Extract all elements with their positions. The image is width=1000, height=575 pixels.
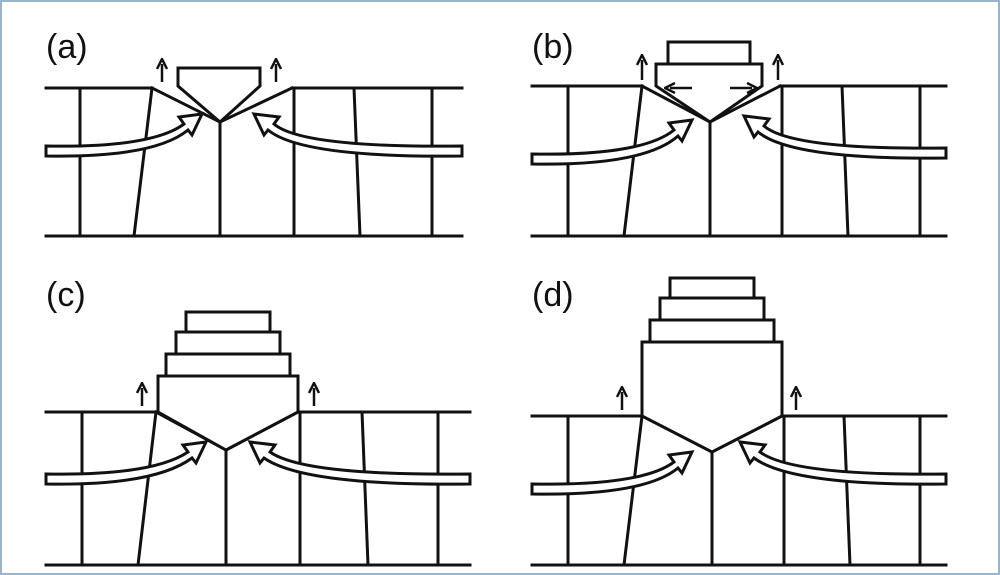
crystal-layer bbox=[668, 276, 756, 300]
flow-arrow-left bbox=[44, 112, 205, 158]
flow-arrow-left bbox=[530, 118, 695, 166]
flow-arrow-left bbox=[530, 450, 695, 496]
panel-label-a: (a) bbox=[46, 28, 88, 66]
flow-arrow-left bbox=[44, 440, 209, 486]
flow-arrow-right bbox=[741, 114, 948, 160]
grain-boundary bbox=[842, 414, 852, 567]
grain-boundary bbox=[136, 410, 158, 567]
panel-b: (b) bbox=[530, 28, 948, 238]
panel-c: (c) bbox=[44, 276, 472, 567]
grain-boundary bbox=[360, 410, 370, 567]
panel-label-c: (c) bbox=[46, 276, 86, 314]
crystal-layer bbox=[174, 330, 282, 356]
grain-boundary bbox=[622, 84, 644, 238]
flow-arrow-right bbox=[251, 112, 464, 158]
panel-label-d: (d) bbox=[532, 276, 574, 314]
whisker-crystal bbox=[654, 62, 764, 124]
crystal-layer bbox=[648, 318, 776, 344]
panel-d: (d) bbox=[530, 276, 948, 567]
grain-boundary bbox=[622, 414, 644, 567]
notch-boundary bbox=[707, 83, 783, 125]
flow-arrow-right bbox=[737, 440, 948, 486]
grain-boundary bbox=[352, 86, 362, 238]
notch-boundary bbox=[149, 85, 223, 125]
crystal-layer bbox=[184, 310, 272, 334]
grain-boundary bbox=[132, 86, 154, 238]
panel-a: (a) bbox=[44, 28, 464, 238]
grain-boundary bbox=[840, 84, 850, 238]
whisker-crystal bbox=[156, 374, 300, 452]
notch-boundary bbox=[218, 86, 294, 124]
panel-label-b: (b) bbox=[532, 28, 574, 66]
crystal-layer bbox=[658, 296, 766, 322]
crystal-layer bbox=[164, 352, 292, 378]
flow-arrow-right bbox=[247, 440, 472, 486]
whisker-crystal bbox=[640, 340, 784, 454]
whisker-crystal bbox=[176, 66, 262, 124]
crystal-layer bbox=[666, 40, 752, 66]
